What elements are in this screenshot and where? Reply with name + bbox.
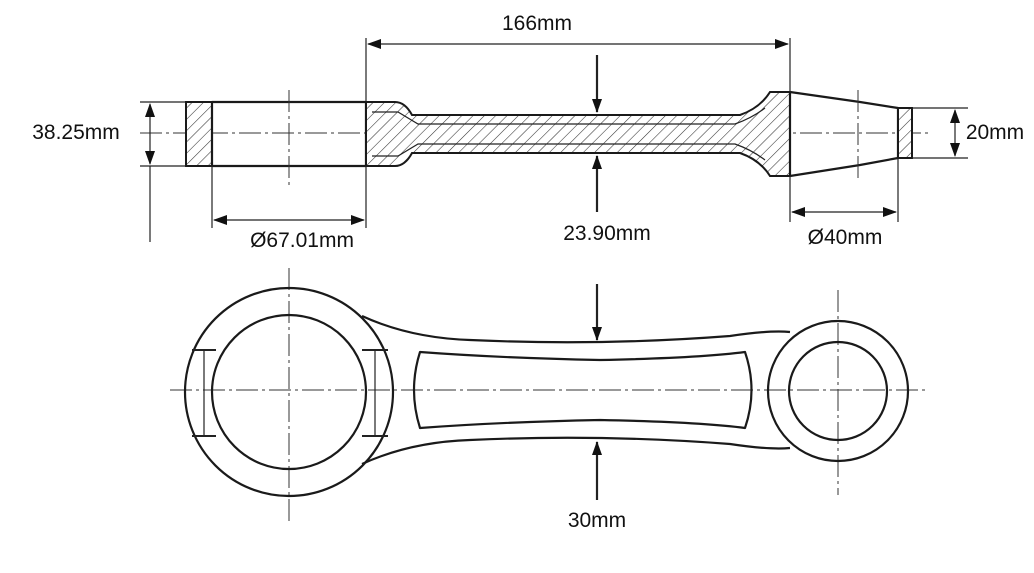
small-end-outer-circle <box>766 319 910 463</box>
big-end-bore-circle <box>210 313 368 471</box>
big-end-left-wall <box>185 101 213 167</box>
small-end-width-label: 20mm <box>966 121 1024 144</box>
beam-outline <box>361 314 791 466</box>
section-view: 166mm 38.25mm Ø67.01mm 23.90mm Ø40mm 20m… <box>32 12 1024 252</box>
length-label: 166mm <box>502 12 572 35</box>
beam-inner-outline-lower <box>372 143 766 161</box>
small-end-section <box>788 90 900 178</box>
small-end-bore-circle <box>787 340 889 442</box>
big-end-bore-label: Ø67.01mm <box>250 229 354 252</box>
big-end-width-label: 38.25mm <box>32 121 120 144</box>
beam-section <box>365 91 791 177</box>
plan-view: 30mm <box>170 268 925 532</box>
small-end-bore-label: Ø40mm <box>808 226 883 249</box>
big-end-outer-circle <box>183 286 395 498</box>
beam-inner-outline <box>372 107 766 125</box>
beam-width-label: 30mm <box>568 509 626 532</box>
beam-pocket <box>412 350 753 430</box>
small-end-right-wall <box>897 107 913 159</box>
beam-thickness-label: 23.90mm <box>563 222 651 245</box>
